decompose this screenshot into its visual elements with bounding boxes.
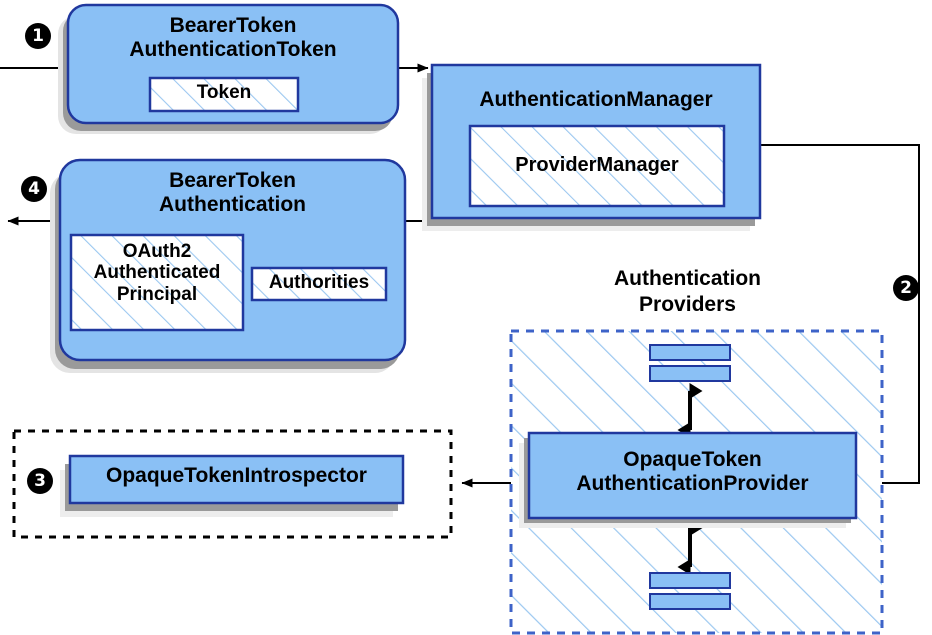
label-opaque-token-introspector: OpaqueTokenIntrospector	[106, 464, 367, 487]
label-authentication-providers-group: Authentication Providers	[614, 267, 761, 317]
node-bearer-token-authentication[interactable]	[50, 158, 407, 373]
group-introspector-container	[12, 429, 453, 539]
label-provider-manager: ProviderManager	[515, 154, 679, 176]
label-oauth2-authenticated-principal: OAuth2 Authenticated Principal	[93, 241, 221, 305]
label-token: Token	[196, 82, 252, 103]
connector-manager-to-provider	[760, 144, 920, 488]
marker-step-1: 1	[25, 23, 51, 49]
group-authentication-providers	[509, 329, 884, 635]
marker-step-2: 2	[893, 275, 919, 301]
label-authorities: Authorities	[268, 272, 370, 293]
node-bearer-token-authentication-token[interactable]	[58, 3, 400, 134]
label-bearer-token-authentication-token: BearerToken AuthenticationToken	[129, 14, 337, 61]
provider-interface-bars-top	[649, 344, 731, 382]
provider-interface-bars-bottom	[649, 572, 731, 610]
node-authentication-manager[interactable]	[422, 63, 762, 231]
label-authentication-manager: AuthenticationManager	[479, 88, 713, 111]
marker-step-3: 3	[27, 468, 53, 494]
node-opaque-token-introspector[interactable]	[60, 454, 405, 517]
label-bearer-token-authentication: BearerToken Authentication	[159, 169, 306, 216]
node-opaque-token-authentication-provider[interactable]	[519, 431, 858, 528]
label-opaque-token-authentication-provider: OpaqueToken AuthenticationProvider	[576, 448, 809, 495]
marker-step-4: 4	[21, 176, 47, 202]
